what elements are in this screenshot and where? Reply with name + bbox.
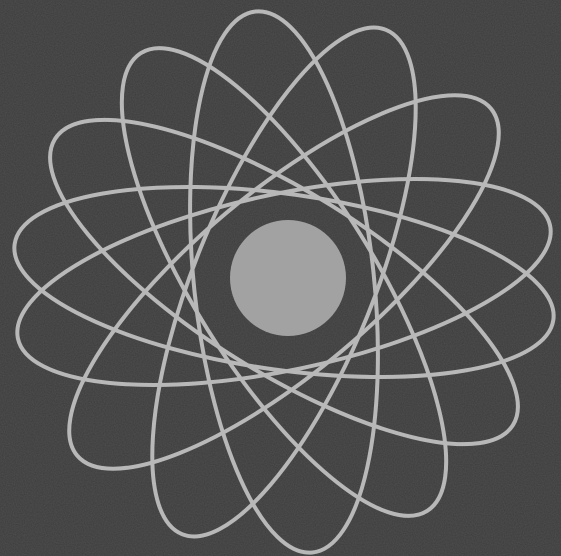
nucleus — [230, 220, 346, 336]
